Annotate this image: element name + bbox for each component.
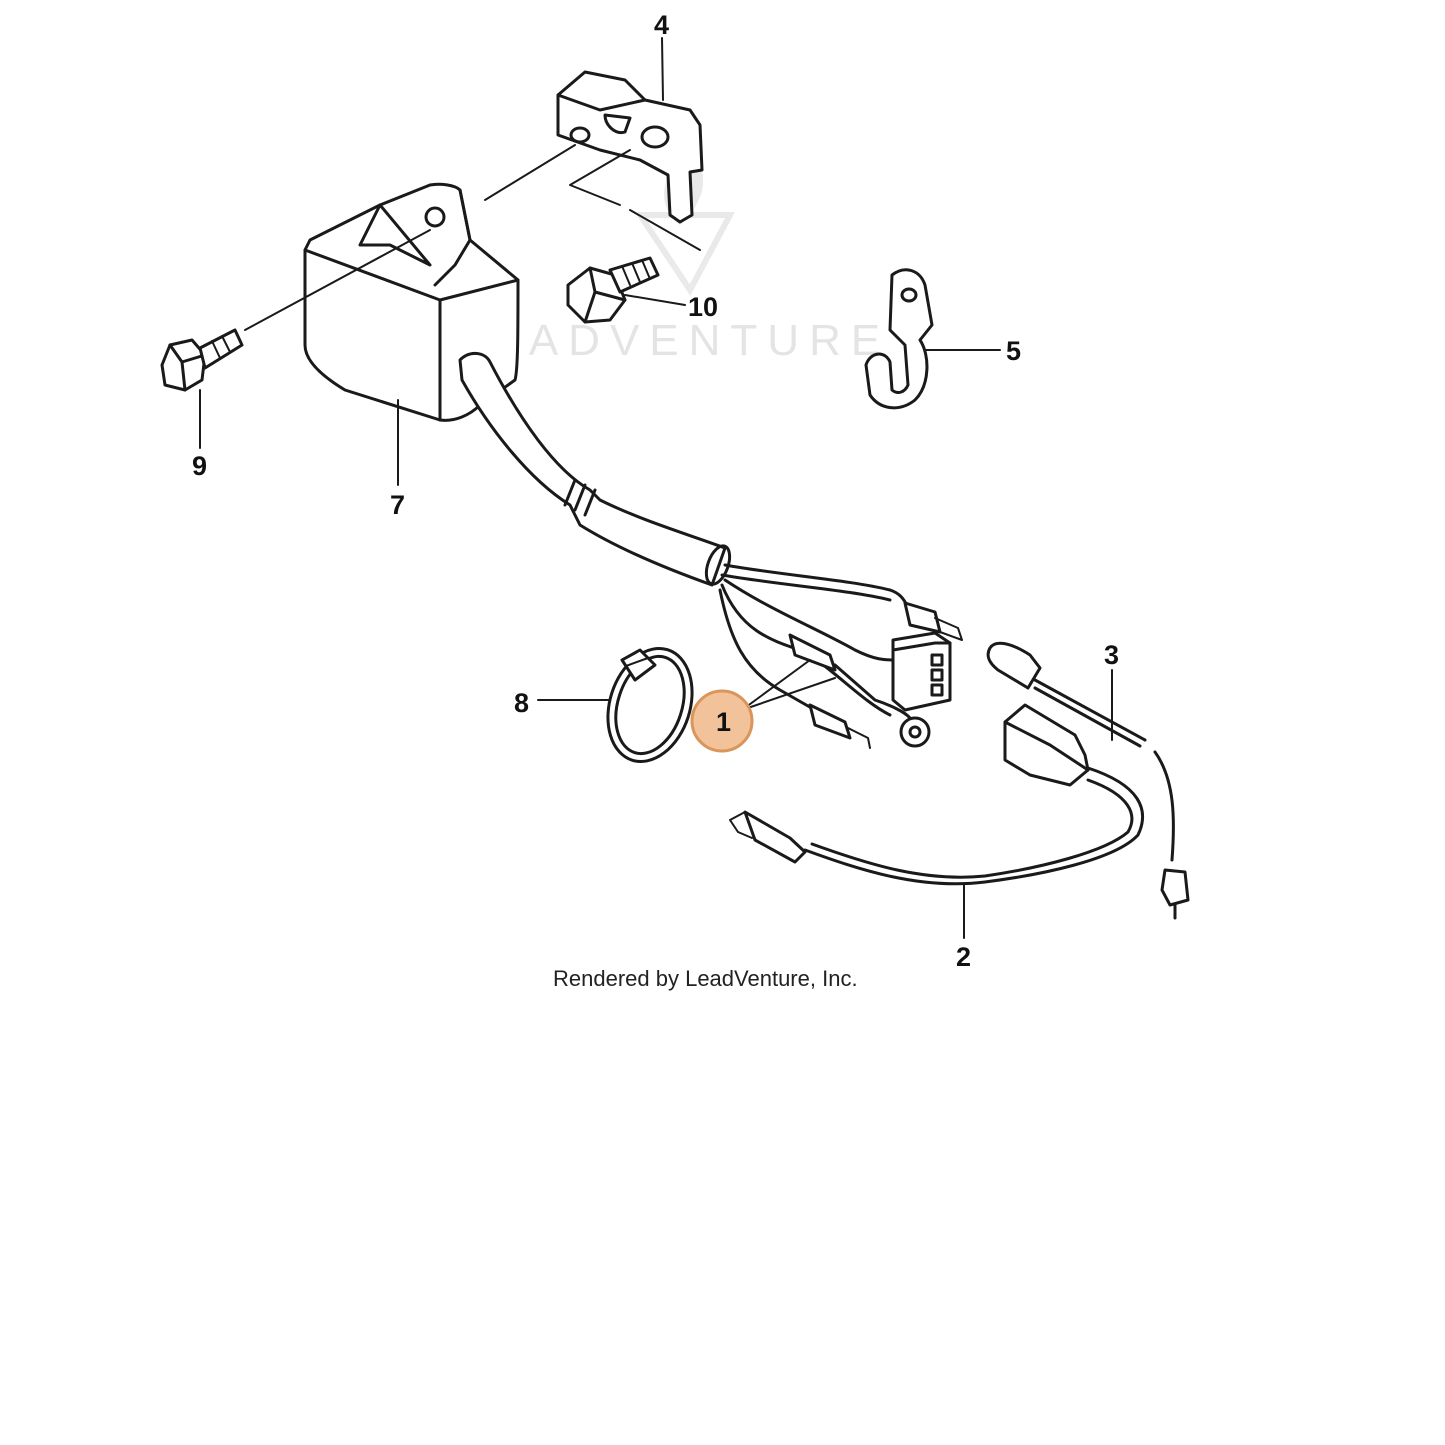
callout-4[interactable]: 4: [654, 10, 669, 40]
hose-clamp-part[interactable]: [594, 637, 706, 772]
clip-part[interactable]: [864, 268, 934, 410]
bolt-10-part[interactable]: [566, 256, 660, 324]
harness-tube: [458, 352, 732, 587]
wire-lead-part[interactable]: [986, 641, 1190, 920]
callout-2[interactable]: 2: [956, 942, 971, 972]
callout-9[interactable]: 9: [192, 451, 207, 481]
callout-3[interactable]: 3: [1104, 640, 1119, 670]
bolt-9-part[interactable]: [160, 229, 431, 392]
bracket-part[interactable]: [484, 70, 704, 251]
plug-lead-part[interactable]: [729, 703, 1145, 886]
highlight-circle-1[interactable]: [690, 689, 754, 753]
credit-text: Rendered by LeadVenture, Inc.: [553, 966, 858, 991]
leader-lines: [199, 37, 1113, 939]
connector-block[interactable]: [891, 631, 952, 712]
callout-10[interactable]: 10: [688, 292, 718, 322]
callout-1[interactable]: 1: [716, 707, 731, 737]
wire-harness-part[interactable]: [718, 563, 963, 749]
callout-8[interactable]: 8: [514, 688, 529, 718]
watermark-text: LEADVENTURE: [455, 316, 890, 365]
callout-7[interactable]: 7: [390, 490, 405, 520]
callout-5[interactable]: 5: [1006, 336, 1021, 366]
